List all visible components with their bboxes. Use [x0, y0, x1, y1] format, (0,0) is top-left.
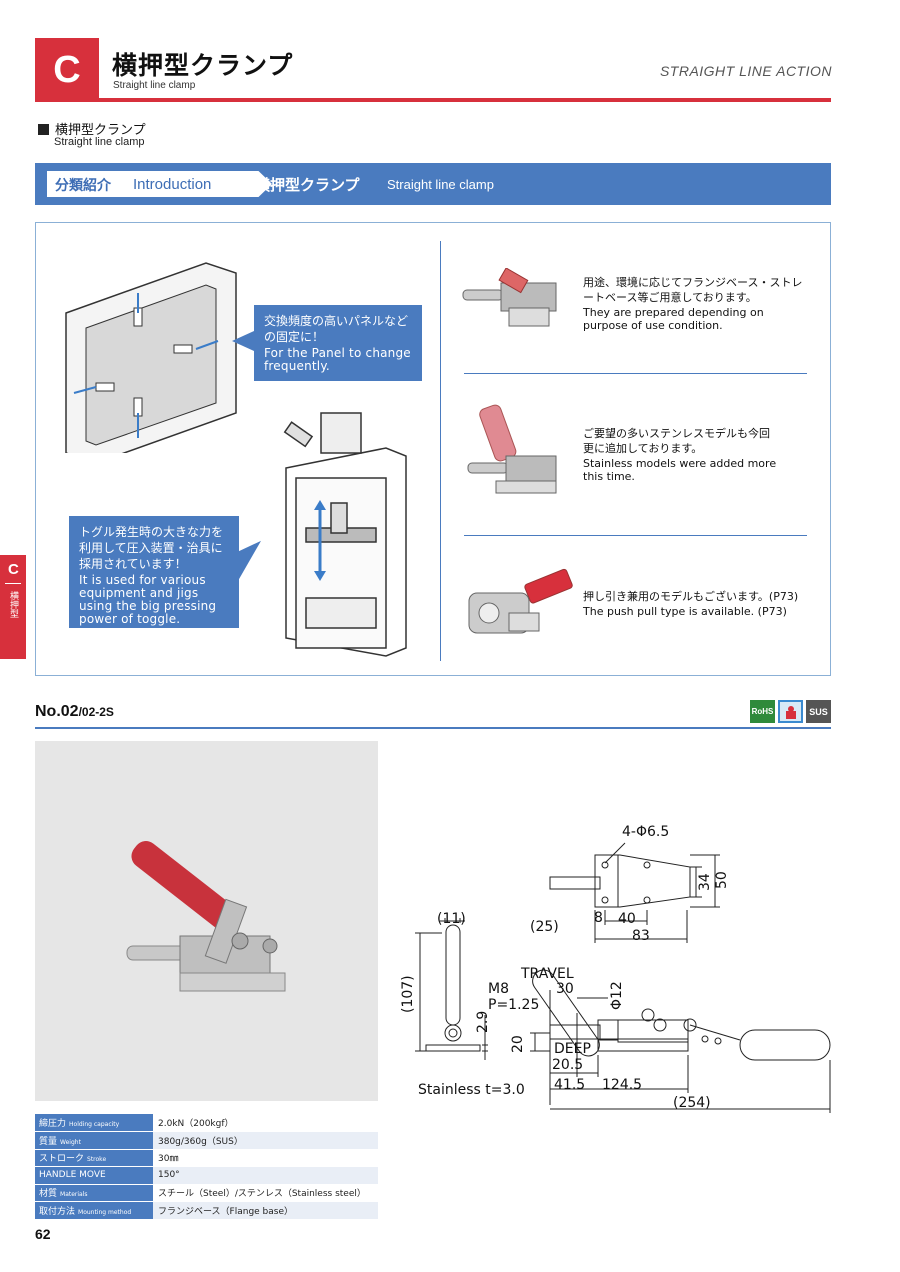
dim-50: 50: [714, 871, 730, 889]
sus-badge: SUS: [806, 700, 831, 723]
dim-254: (254): [673, 1095, 711, 1111]
feature-3-en: The push pull type is available. (P73): [583, 605, 787, 618]
dim-83: 83: [632, 928, 650, 944]
callout-panel-en: For the Panel to change frequently.: [264, 346, 411, 373]
dim-41-5: 41.5: [554, 1077, 585, 1093]
feature-3-jp: 押し引き兼用のモデルもございます。(P73): [583, 590, 799, 603]
page-subtitle: Straight line clamp: [113, 80, 196, 91]
flange-clamp-icon: [462, 268, 557, 327]
intro-panel: 交換頻度の高いパネルなどの固定に！ For the Panel to chang…: [35, 222, 831, 676]
feature-2-en: Stainless models were added more this ti…: [583, 457, 777, 483]
dim-8: 8: [594, 910, 603, 926]
technical-drawing: 4-Φ6.5 34 50 8 40 83 (11) (25) TRAVEL 30…: [400, 824, 831, 1113]
feature-3: 押し引き兼用のモデルもございます。(P73) The push pull typ…: [583, 589, 798, 618]
callout-press-en: It is used for various equipment and jig…: [79, 573, 217, 626]
callout-panel: 交換頻度の高いパネルなどの固定に！ For the Panel to chang…: [232, 305, 422, 381]
dim-travel-label: TRAVEL: [520, 966, 574, 982]
product-rule: [35, 727, 831, 729]
push-pull-clamp-icon: [468, 568, 573, 634]
certification-icon: [778, 700, 803, 723]
dim-pitch: P=1.25: [488, 997, 539, 1013]
side-index-tab[interactable]: C 横押型: [0, 555, 26, 659]
dim-deep: DEEP: [554, 1041, 591, 1057]
page-title: 横押型クランプ: [112, 51, 294, 80]
feature-1: 用途、環境に応じてフランジベース・ストレートベース等ご用意しております。 The…: [583, 275, 813, 332]
feature-2: ご要望の多いステンレスモデルも今回更に追加しております。 Stainless m…: [583, 426, 793, 483]
feature-2-jp: ご要望の多いステンレスモデルも今回更に追加しております。: [583, 427, 770, 455]
dim-124-5: 124.5: [602, 1077, 642, 1093]
side-tab-rule: [5, 583, 21, 584]
dim-11: (11): [437, 911, 466, 927]
intro-banner: 分類紹介 Introduction 横押型クランプ Straight line …: [35, 163, 831, 205]
bullet-square-icon: [38, 124, 49, 135]
dim-20-5: 20.5: [552, 1057, 583, 1073]
dim-holes: 4-Φ6.5: [622, 824, 669, 840]
stainless-clamp-icon: [467, 404, 557, 494]
banner-tab: 分類紹介 Introduction: [47, 171, 272, 197]
callout-press-jp: トグル発生時の大きな力を利用して圧入装置・治具に採用されています！: [79, 525, 224, 571]
dim-20: 20: [510, 1035, 526, 1053]
feature-divider-2: [464, 535, 807, 536]
dim-2-9: 2.9: [475, 1011, 491, 1033]
rohs-badge: RoHS: [750, 700, 775, 723]
dim-25: (25): [530, 919, 559, 935]
dim-34: 34: [697, 873, 713, 891]
feature-1-jp: 用途、環境に応じてフランジベース・ストレートベース等ご用意しております。: [583, 276, 803, 304]
product-photo: [35, 741, 378, 1101]
feature-divider-1: [464, 373, 807, 374]
section-title: 横押型クランプ: [38, 119, 146, 138]
side-tab-letter: C: [8, 561, 19, 578]
product-number: No.02/02-2S: [35, 703, 114, 720]
banner-title-en: Straight line clamp: [387, 177, 494, 192]
side-tab-label: 横押型: [8, 591, 18, 618]
panel-illustration: [65, 262, 237, 453]
press-illustration: [283, 412, 407, 657]
category-badge: C: [35, 38, 99, 102]
dim-30: 30: [556, 981, 574, 997]
cert-badges: RoHS SUS: [750, 700, 831, 723]
section-subtitle: Straight line clamp: [54, 136, 145, 148]
callout-panel-jp: 交換頻度の高いパネルなどの固定に！: [264, 314, 409, 344]
banner-tab-en: Introduction: [133, 176, 212, 193]
intro-divider: [440, 241, 441, 661]
dim-107: (107): [400, 975, 416, 1013]
feature-1-en: They are prepared depending on purpose o…: [583, 306, 764, 332]
banner-tab-jp: 分類紹介: [55, 178, 111, 194]
dim-phi12: Φ12: [609, 981, 625, 1010]
dim-40: 40: [618, 911, 636, 927]
drawing-note: Stainless t=3.0: [418, 1082, 525, 1098]
banner-title-jp: 横押型クランプ: [255, 176, 360, 194]
callout-press: トグル発生時の大きな力を利用して圧入装置・治具に採用されています！ It is …: [69, 516, 239, 628]
dim-m8: M8: [488, 981, 509, 997]
header-right-label: STRAIGHT LINE ACTION: [659, 63, 832, 79]
header-rule: [35, 98, 831, 102]
page-number: 62: [35, 1226, 51, 1242]
